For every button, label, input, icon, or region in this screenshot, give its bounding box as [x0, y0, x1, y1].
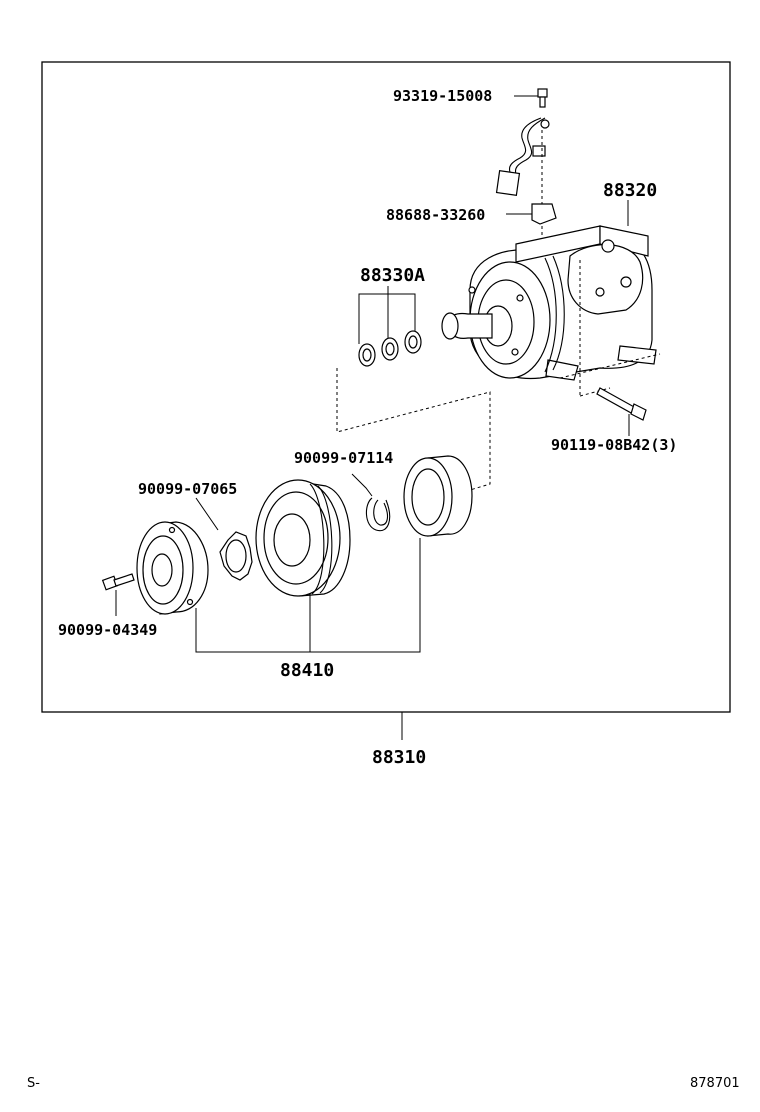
shim-icon [219, 531, 253, 581]
label-90119-08b42: 90119-08B42(3) [551, 436, 677, 454]
dash-compressor-base [559, 353, 661, 379]
label-90099-07114: 90099-07114 [294, 449, 393, 467]
label-88320: 88320 [603, 180, 657, 201]
snap-ring-icon [365, 497, 391, 532]
bearing-icon [403, 455, 473, 537]
leader-90099-07114 [351, 473, 373, 497]
compressor-icon [441, 225, 657, 381]
dash-group-outline [336, 368, 491, 491]
bracket-88688-icon [531, 203, 557, 225]
o-ring-set-icon [358, 330, 422, 367]
bracket-88330a [358, 293, 416, 344]
leader-90099-07065 [195, 497, 219, 531]
bracket-88410 [195, 538, 421, 653]
label-88410: 88410 [280, 660, 334, 681]
bolt-90119-icon [596, 387, 647, 421]
label-88310: 88310 [372, 747, 426, 768]
pulley-icon [255, 479, 351, 597]
label-90099-07065: 90099-07065 [138, 480, 237, 498]
diagram-frame [41, 61, 731, 713]
bolt-90099-04349-icon [101, 573, 135, 591]
sensor-harness-icon [495, 117, 550, 196]
label-88688-33260: 88688-33260 [386, 206, 485, 224]
label-93319-15008: 93319-15008 [393, 87, 492, 105]
pressure-plate-icon [136, 521, 209, 615]
footer-left: S- [27, 1076, 40, 1091]
label-90099-04349: 90099-04349 [58, 621, 157, 639]
label-88330a: 88330A [360, 265, 425, 286]
dash-compressor-base-2 [579, 387, 611, 397]
bolt-93319-icon [537, 88, 548, 108]
footer-right: 878701 [690, 1076, 740, 1091]
